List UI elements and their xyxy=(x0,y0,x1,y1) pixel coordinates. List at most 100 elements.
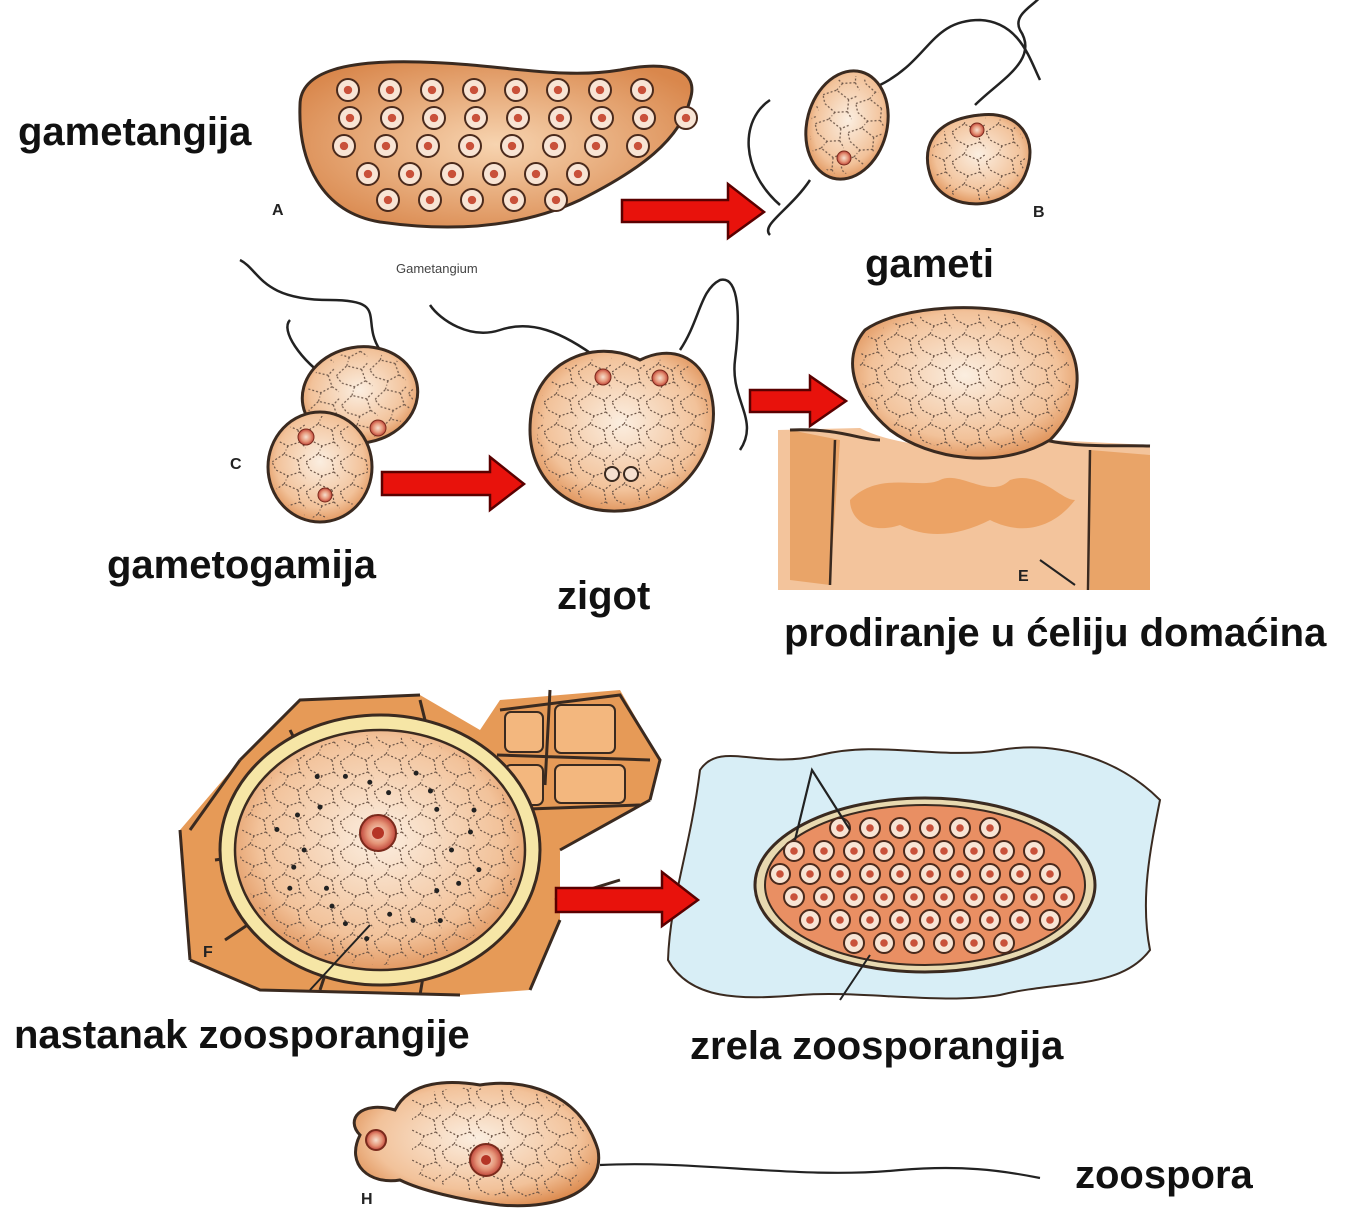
zoospore-in-sporangium-core xyxy=(866,824,874,832)
label-prodiranje: prodiranje u ćeliju domaćina xyxy=(784,613,1326,653)
zoospore-in-sporangium-core xyxy=(896,824,904,832)
arrow-a-to-b xyxy=(622,184,764,238)
gametangium-nucleus-core xyxy=(340,142,348,150)
developing-zoosporangium xyxy=(180,690,660,995)
cytoplasm-dot xyxy=(386,790,391,795)
cytoplasm-dot xyxy=(456,881,461,886)
zoospore-in-sporangium-core xyxy=(880,893,888,901)
zoospore-in-sporangium-core xyxy=(986,824,994,832)
cytoplasm-dot xyxy=(302,848,307,853)
zoospore-in-sporangium-core xyxy=(806,916,814,924)
zoospore-in-sporangium-core xyxy=(806,870,814,878)
cytoplasm-dot xyxy=(274,827,279,832)
cytoplasm-dot xyxy=(343,921,348,926)
label-gametangija: gametangija xyxy=(18,112,251,152)
zoospore-in-sporangium-core xyxy=(1046,870,1054,878)
gametangium-nucleus-core xyxy=(386,86,394,94)
zoospore-in-sporangium-core xyxy=(1000,893,1008,901)
zoospore-in-sporangium-core xyxy=(850,939,858,947)
gametangium-nucleus-core xyxy=(514,114,522,122)
gametangium-nucleus-core xyxy=(364,170,372,178)
gametangium-nucleus-core xyxy=(634,142,642,150)
zoospore-in-sporangium-core xyxy=(836,916,844,924)
gametangium-nucleus-core xyxy=(532,170,540,178)
host-cell-penetration xyxy=(778,308,1150,590)
gametangium-nucleus-core xyxy=(508,142,516,150)
gametangium-caption: Gametangium xyxy=(396,262,478,275)
gametangium-nucleus-core xyxy=(592,142,600,150)
zoospore-in-sporangium-core xyxy=(850,893,858,901)
zoospore-in-sporangium-core xyxy=(940,893,948,901)
cytoplasm-dot xyxy=(411,918,416,923)
cytoplasm-dot xyxy=(414,771,419,776)
zoospore-in-sporangium-core xyxy=(866,916,874,924)
gametangium-nucleus-core xyxy=(406,170,414,178)
cytoplasm-dot xyxy=(295,813,300,818)
zoospore-in-sporangium-core xyxy=(986,870,994,878)
gametangium-nucleus-core xyxy=(466,142,474,150)
zoospore-in-sporangium-core xyxy=(910,939,918,947)
gametangium-nucleus-core xyxy=(556,114,564,122)
gametangium-nucleus-core xyxy=(344,86,352,94)
gametangium-nucleus-core xyxy=(430,114,438,122)
zoospore-in-sporangium-core xyxy=(970,939,978,947)
zoospore-in-sporangium-core xyxy=(896,870,904,878)
zoospore-in-sporangium-core xyxy=(820,847,828,855)
gametangium-nucleus-core xyxy=(682,114,690,122)
gametangium-nucleus-core xyxy=(472,114,480,122)
cytoplasm-dot xyxy=(438,918,443,923)
zoospore-in-sporangium-core xyxy=(1016,870,1024,878)
zoospore-in-sporangium-core xyxy=(970,847,978,855)
gametangium-nucleus-core xyxy=(510,196,518,204)
zoospore-in-sporangium-core xyxy=(1060,893,1068,901)
cytoplasm-dot xyxy=(428,788,433,793)
zoospore-in-sporangium-core xyxy=(956,824,964,832)
cytoplasm-dot xyxy=(324,886,329,891)
zoospore-in-sporangium-core xyxy=(1030,847,1038,855)
gametangium-nucleus-core xyxy=(554,86,562,94)
zoospore-in-sporangium-core xyxy=(910,893,918,901)
zoospore-in-sporangium-core xyxy=(910,847,918,855)
mature-zoosporangium xyxy=(668,747,1160,1000)
gametangium-nucleus-core xyxy=(346,114,354,122)
zoospore-in-sporangium-core xyxy=(880,847,888,855)
gametangium-nucleus-core xyxy=(550,142,558,150)
zoospore-in-sporangium-core xyxy=(836,870,844,878)
gametangium-nucleus-core xyxy=(426,196,434,204)
cytoplasm-dot xyxy=(434,807,439,812)
zoospore-in-sporangium-core xyxy=(986,916,994,924)
zoospore-in-sporangium-core xyxy=(880,939,888,947)
gametangium-nucleus-core xyxy=(490,170,498,178)
label-nastanak-zoosporangije: nastanak zoosporangije xyxy=(14,1015,470,1055)
gametangium-nucleus-core xyxy=(512,86,520,94)
zoospore-in-sporangium-core xyxy=(776,870,784,878)
gametangium-nucleus-core xyxy=(470,86,478,94)
cytoplasm-dot xyxy=(387,912,392,917)
zoospore-in-sporangium-core xyxy=(896,916,904,924)
zoospore-in-sporangium-core xyxy=(956,870,964,878)
arrow-d-to-e xyxy=(750,376,846,426)
zoospore-in-sporangium-core xyxy=(866,870,874,878)
figure-letter-h: H xyxy=(361,1192,373,1208)
cytoplasm-dot xyxy=(468,829,473,834)
zoospore-in-sporangium-core xyxy=(820,893,828,901)
gametangium-nucleus-core xyxy=(640,114,648,122)
cytoplasm-dot xyxy=(315,774,320,779)
label-zoospora: zoospora xyxy=(1075,1155,1253,1195)
zoospore-in-sporangium-core xyxy=(940,939,948,947)
gametangium-nucleus-core xyxy=(638,86,646,94)
cytoplasm-dot xyxy=(449,848,454,853)
zoospore-in-sporangium-core xyxy=(970,893,978,901)
gametangium-nucleus-core xyxy=(428,86,436,94)
gametangium-nucleus-core xyxy=(596,86,604,94)
cytoplasm-dot xyxy=(472,808,477,813)
label-gameti: gameti xyxy=(865,244,994,284)
cytoplasm-dot xyxy=(367,780,372,785)
zoospore-in-sporangium-core xyxy=(1000,847,1008,855)
gametangium-nucleus-core xyxy=(598,114,606,122)
cytoplasm-dot xyxy=(291,865,296,870)
gametangium-nucleus-core xyxy=(468,196,476,204)
zoospore-in-sporangium-core xyxy=(1016,916,1024,924)
label-zrela-zoosporangija: zrela zoosporangija xyxy=(690,1026,1063,1066)
zoospore-in-sporangium-core xyxy=(926,916,934,924)
